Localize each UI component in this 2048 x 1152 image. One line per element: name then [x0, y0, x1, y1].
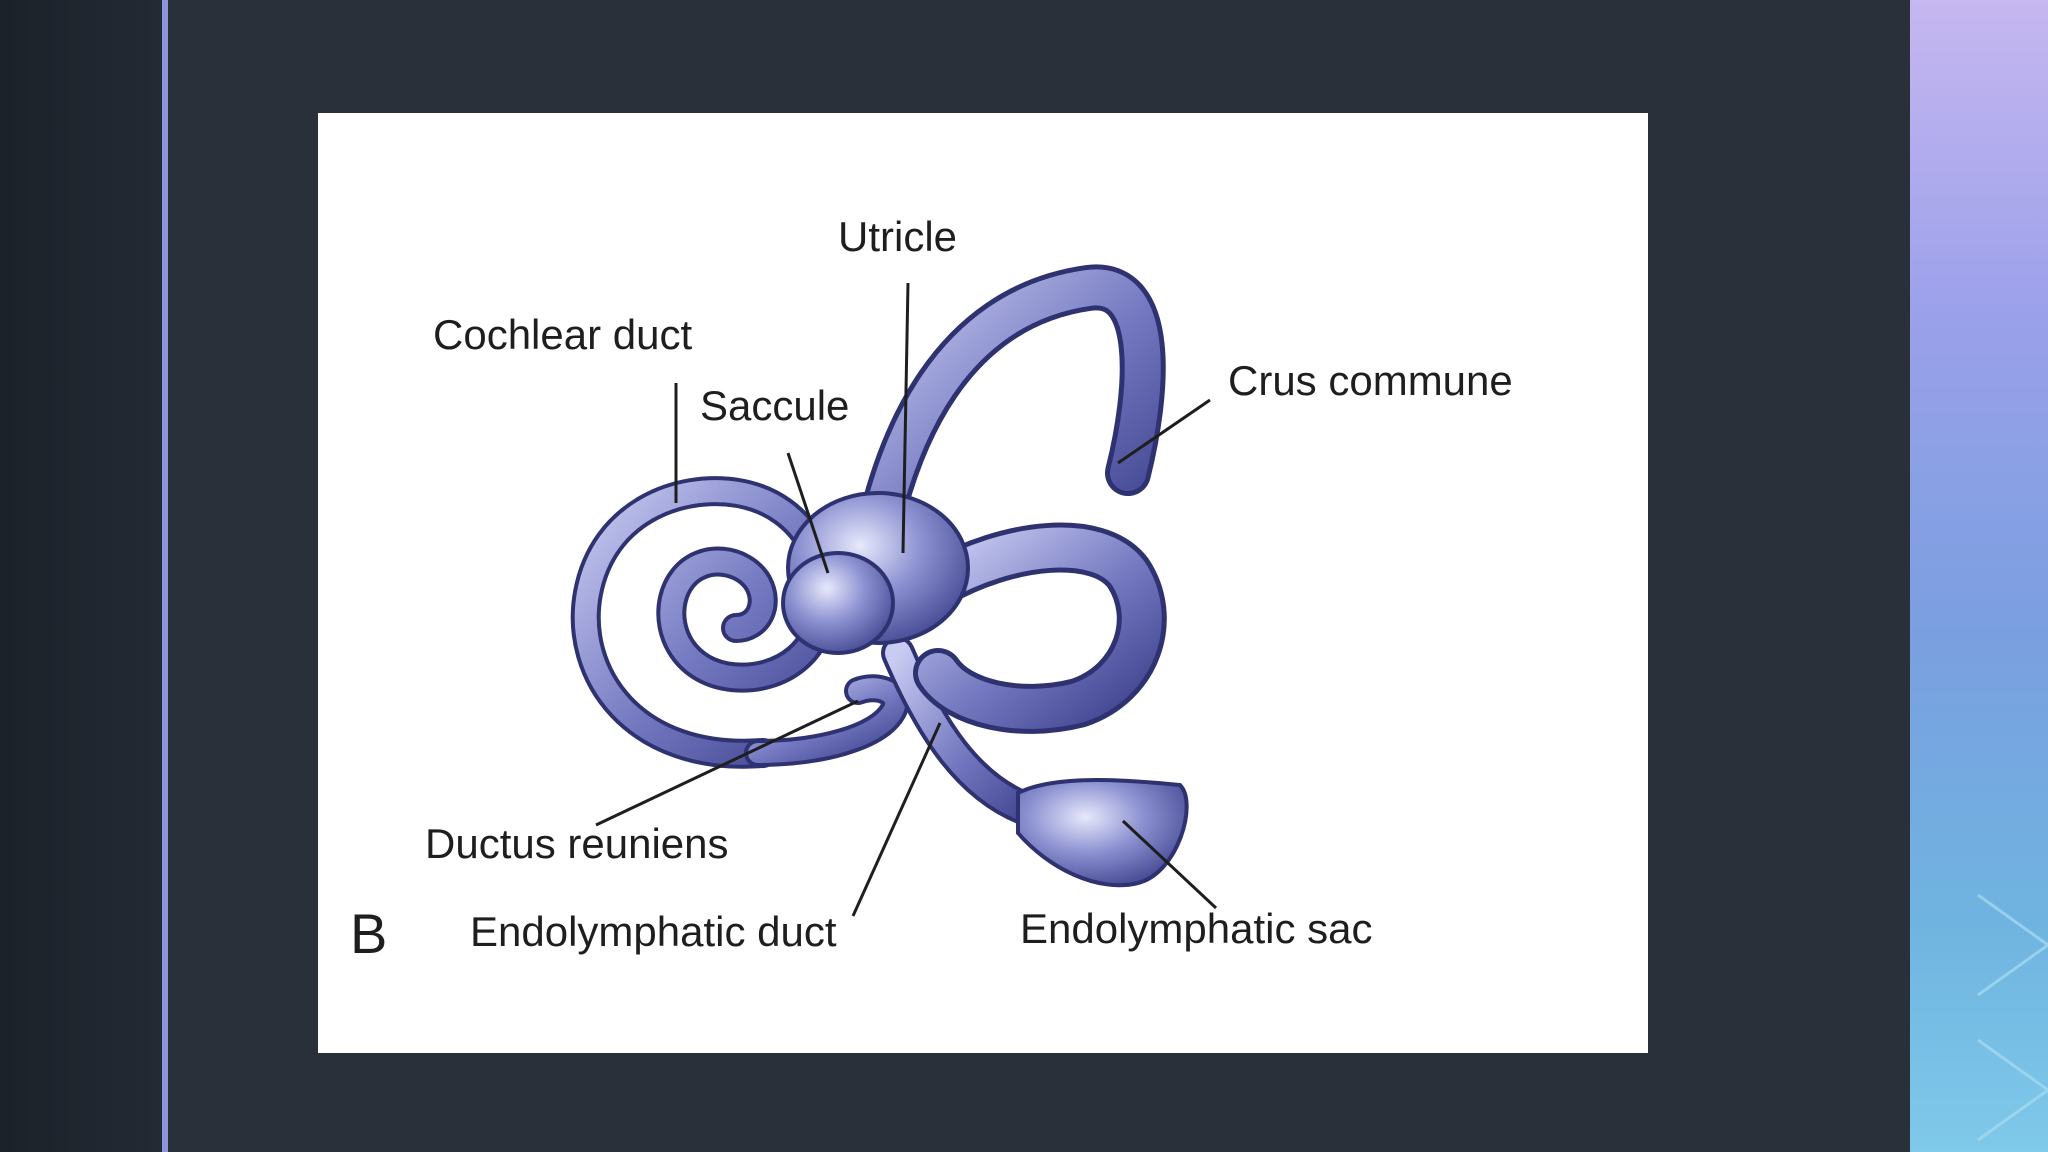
label-crus-commune: Crus commune: [1228, 357, 1513, 404]
inner-ear-figure: Utricle Cochlear duct Saccule Crus commu…: [318, 113, 1648, 1053]
ductus-reuniens-shape: [744, 674, 910, 767]
label-cochlear-duct: Cochlear duct: [433, 311, 692, 358]
left-background-band: [0, 0, 162, 1152]
panel-letter: B: [350, 902, 387, 965]
saccule-shape: [781, 551, 895, 655]
chevron-decoration-icon: [1977, 893, 2048, 1142]
endolymphatic-duct-shape: [881, 636, 1055, 830]
anterior-canal-shape: [855, 264, 1166, 556]
label-ductus-reuniens: Ductus reuniens: [425, 820, 729, 867]
right-decorative-panel: [1910, 0, 2048, 1152]
label-utricle: Utricle: [838, 213, 957, 260]
semicircular-canal-shape: [913, 522, 1167, 734]
slide-accent-line: [162, 0, 168, 1152]
membranous-labyrinth-diagram: Utricle Cochlear duct Saccule Crus commu…: [350, 213, 1513, 965]
endolymphatic-sac-shape: [1016, 778, 1189, 888]
label-saccule: Saccule: [700, 382, 849, 429]
leader-lines: [595, 282, 1218, 917]
label-endolymphatic-sac: Endolymphatic sac: [1020, 905, 1373, 952]
label-endolymphatic-duct: Endolymphatic duct: [470, 908, 837, 955]
